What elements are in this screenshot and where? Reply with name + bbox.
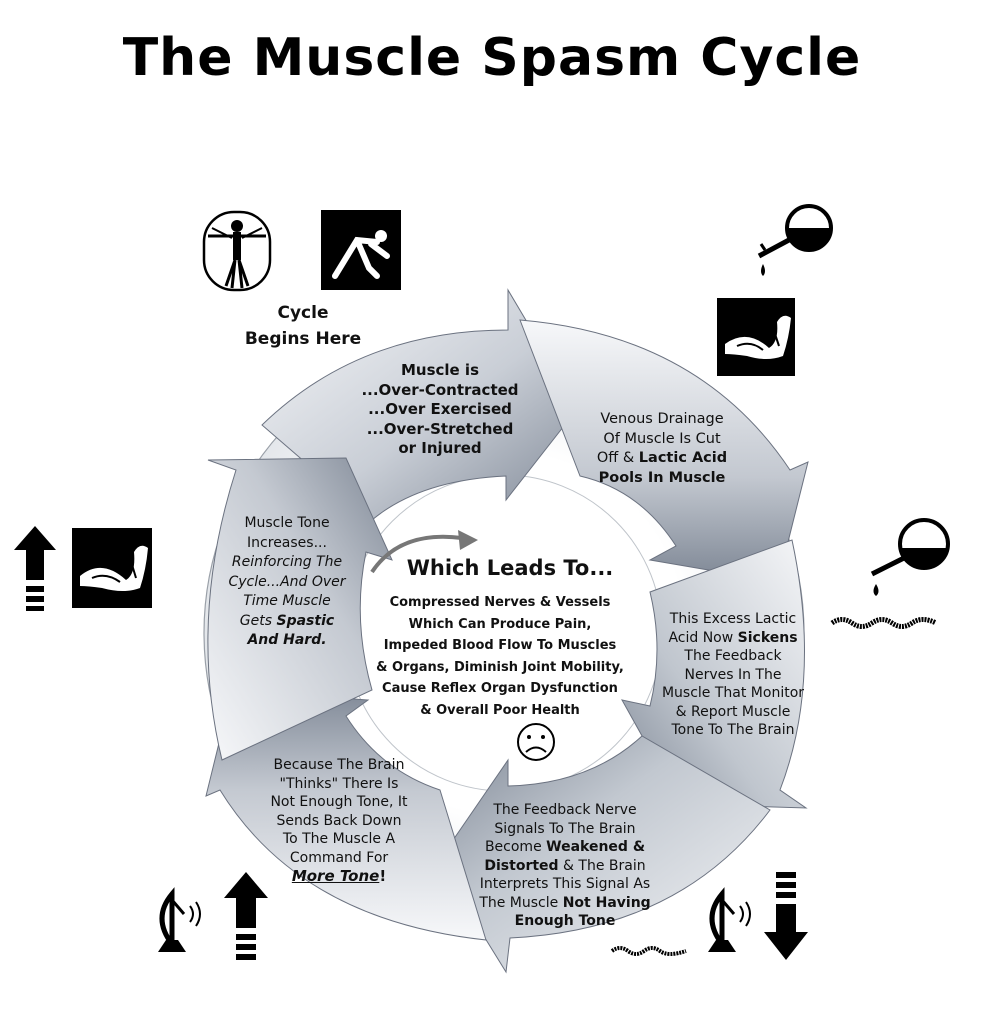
segment-text-bold-italic: Spastic [276,612,335,629]
segment-line: "Thinks" There Is [279,775,399,792]
segment-line: Not Enough Tone, It [270,794,408,810]
nerve-fiber-icon [830,617,938,629]
segment-text-bold: ! [379,867,387,885]
segment-line: The Muscle Not Having [470,894,660,913]
segment-line: Muscle Tone [244,515,330,531]
segment-text: & The Brain [558,857,646,874]
segment-line: ...Over-Stretched [366,419,514,438]
segment-line: Nerves In The [684,666,782,683]
down-arrow-icon [764,872,808,960]
page-title: The Muscle Spasm Cycle [122,28,862,88]
center-heading: Which Leads To... [406,556,614,580]
arrow-segment-bottom [437,735,771,974]
segment-text: Acid Now [668,629,738,646]
dropper-icon [870,518,950,596]
center-line: & Organs, Diminish Joint Mobility, [376,659,624,675]
segment-text-italic: Gets [239,612,277,629]
segment-line: Increases... [247,534,327,551]
segment-line: Gets Spastic [204,612,370,632]
segment-text-bold: Distorted [484,857,559,874]
segment-line: Off & Lactic Acid [572,449,752,469]
segment-left-upper-text: Muscle Tone Increases... Reinforcing The… [204,514,370,651]
segment-line: Muscle That Monitor [661,685,805,701]
dropper-icon [757,204,833,276]
cycle-start-line: Cycle [277,303,329,323]
segment-text-bold: Lactic Acid [638,450,728,466]
segment-line: This Excess Lactic [669,611,797,627]
segment-text-emphasis: More Tone [291,867,380,885]
center-line: Which Can Produce Pain, [408,616,592,632]
segment-line: Interprets This Signal As [479,876,651,892]
segment-line: Command For [289,849,389,866]
segment-right-lower-text: This Excess Lactic Acid Now Sickens The … [648,610,818,740]
segment-bottom-text: The Feedback Nerve Signals To The Brain … [470,801,660,931]
center-line: Compressed Nerves & Vessels [389,595,611,610]
segment-text-bold: Weakened & [546,839,646,855]
segment-line: Because The Brain [273,757,405,773]
segment-text: Off & [596,450,639,466]
center-line: & Overall Poor Health [420,702,580,718]
segment-line: Muscle is [400,361,480,379]
arrow-segment-right-lower [621,539,808,809]
segment-line: Reinforcing The [231,554,343,570]
segment-line: Acid Now Sickens [648,629,818,648]
center-line: Cause Reflex Organ Dysfunction [382,681,618,696]
segment-line: Time Muscle [243,593,331,609]
segment-text: Become [484,839,547,855]
nerve-fiber-icon [610,946,687,956]
segment-line: Pools In Muscle [598,469,726,486]
arrow-segment-left-lower [205,689,487,941]
segment-line: Sends Back Down [276,812,402,829]
segment-line: Distorted & The Brain [470,857,660,876]
segment-line: Venous Drainage [600,411,724,427]
cycle-start-line: Begins Here [244,329,362,349]
arrow-segment-left-upper [207,457,393,761]
segment-top-text: Muscle is ...Over-Contracted ...Over Exe… [340,361,540,459]
vitruvian-man-icon [202,210,272,292]
segment-line: ...Over Exercised [368,400,512,418]
segment-right-upper-text: Venous Drainage Of Muscle Is Cut Off & L… [572,410,752,488]
arrow-segment-right-upper [519,319,809,583]
segment-line: Enough Tone [514,913,616,929]
center-line: Impeded Blood Flow To Muscles [383,638,617,653]
segment-line: The Feedback Nerve [493,802,637,818]
segment-text-bold: Sickens [737,629,798,646]
segment-line: Of Muscle Is Cut [603,430,721,447]
segment-left-lower-text: Because The Brain "Thinks" There Is Not … [256,756,422,886]
segment-line: ...Over-Contracted [361,380,519,399]
cycle-start-label: Cycle Begins Here [218,300,388,352]
segment-line: Cycle...And Over [228,573,346,590]
flexed-arm-icon [717,298,795,376]
sad-face-icon [517,723,555,761]
center-body: Compressed Nerves & Vessels Which Can Pr… [355,592,645,721]
flexed-arm-icon [72,528,152,608]
segment-line: And Hard. [247,632,327,648]
satellite-dish-icon [708,887,751,952]
segment-line: Signals To The Brain [494,820,636,837]
segment-text-bold: Not Having [562,894,651,911]
curved-pointer-arrow [370,534,463,574]
segment-line: To The Muscle A [282,831,396,847]
up-arrow-icon [14,526,56,611]
segment-line: Tone To The Brain [671,722,795,738]
segment-line: & Report Muscle [675,703,791,720]
segment-line: or Injured [398,439,482,457]
stretching-figure-icon [321,210,401,290]
segment-line: The Feedback [684,648,782,664]
segment-text: The Muscle [479,894,563,911]
segment-line: Become Weakened & [470,838,660,857]
segment-line: More Tone! [256,867,422,886]
up-arrow-icon [224,872,268,960]
satellite-dish-icon [158,887,201,952]
